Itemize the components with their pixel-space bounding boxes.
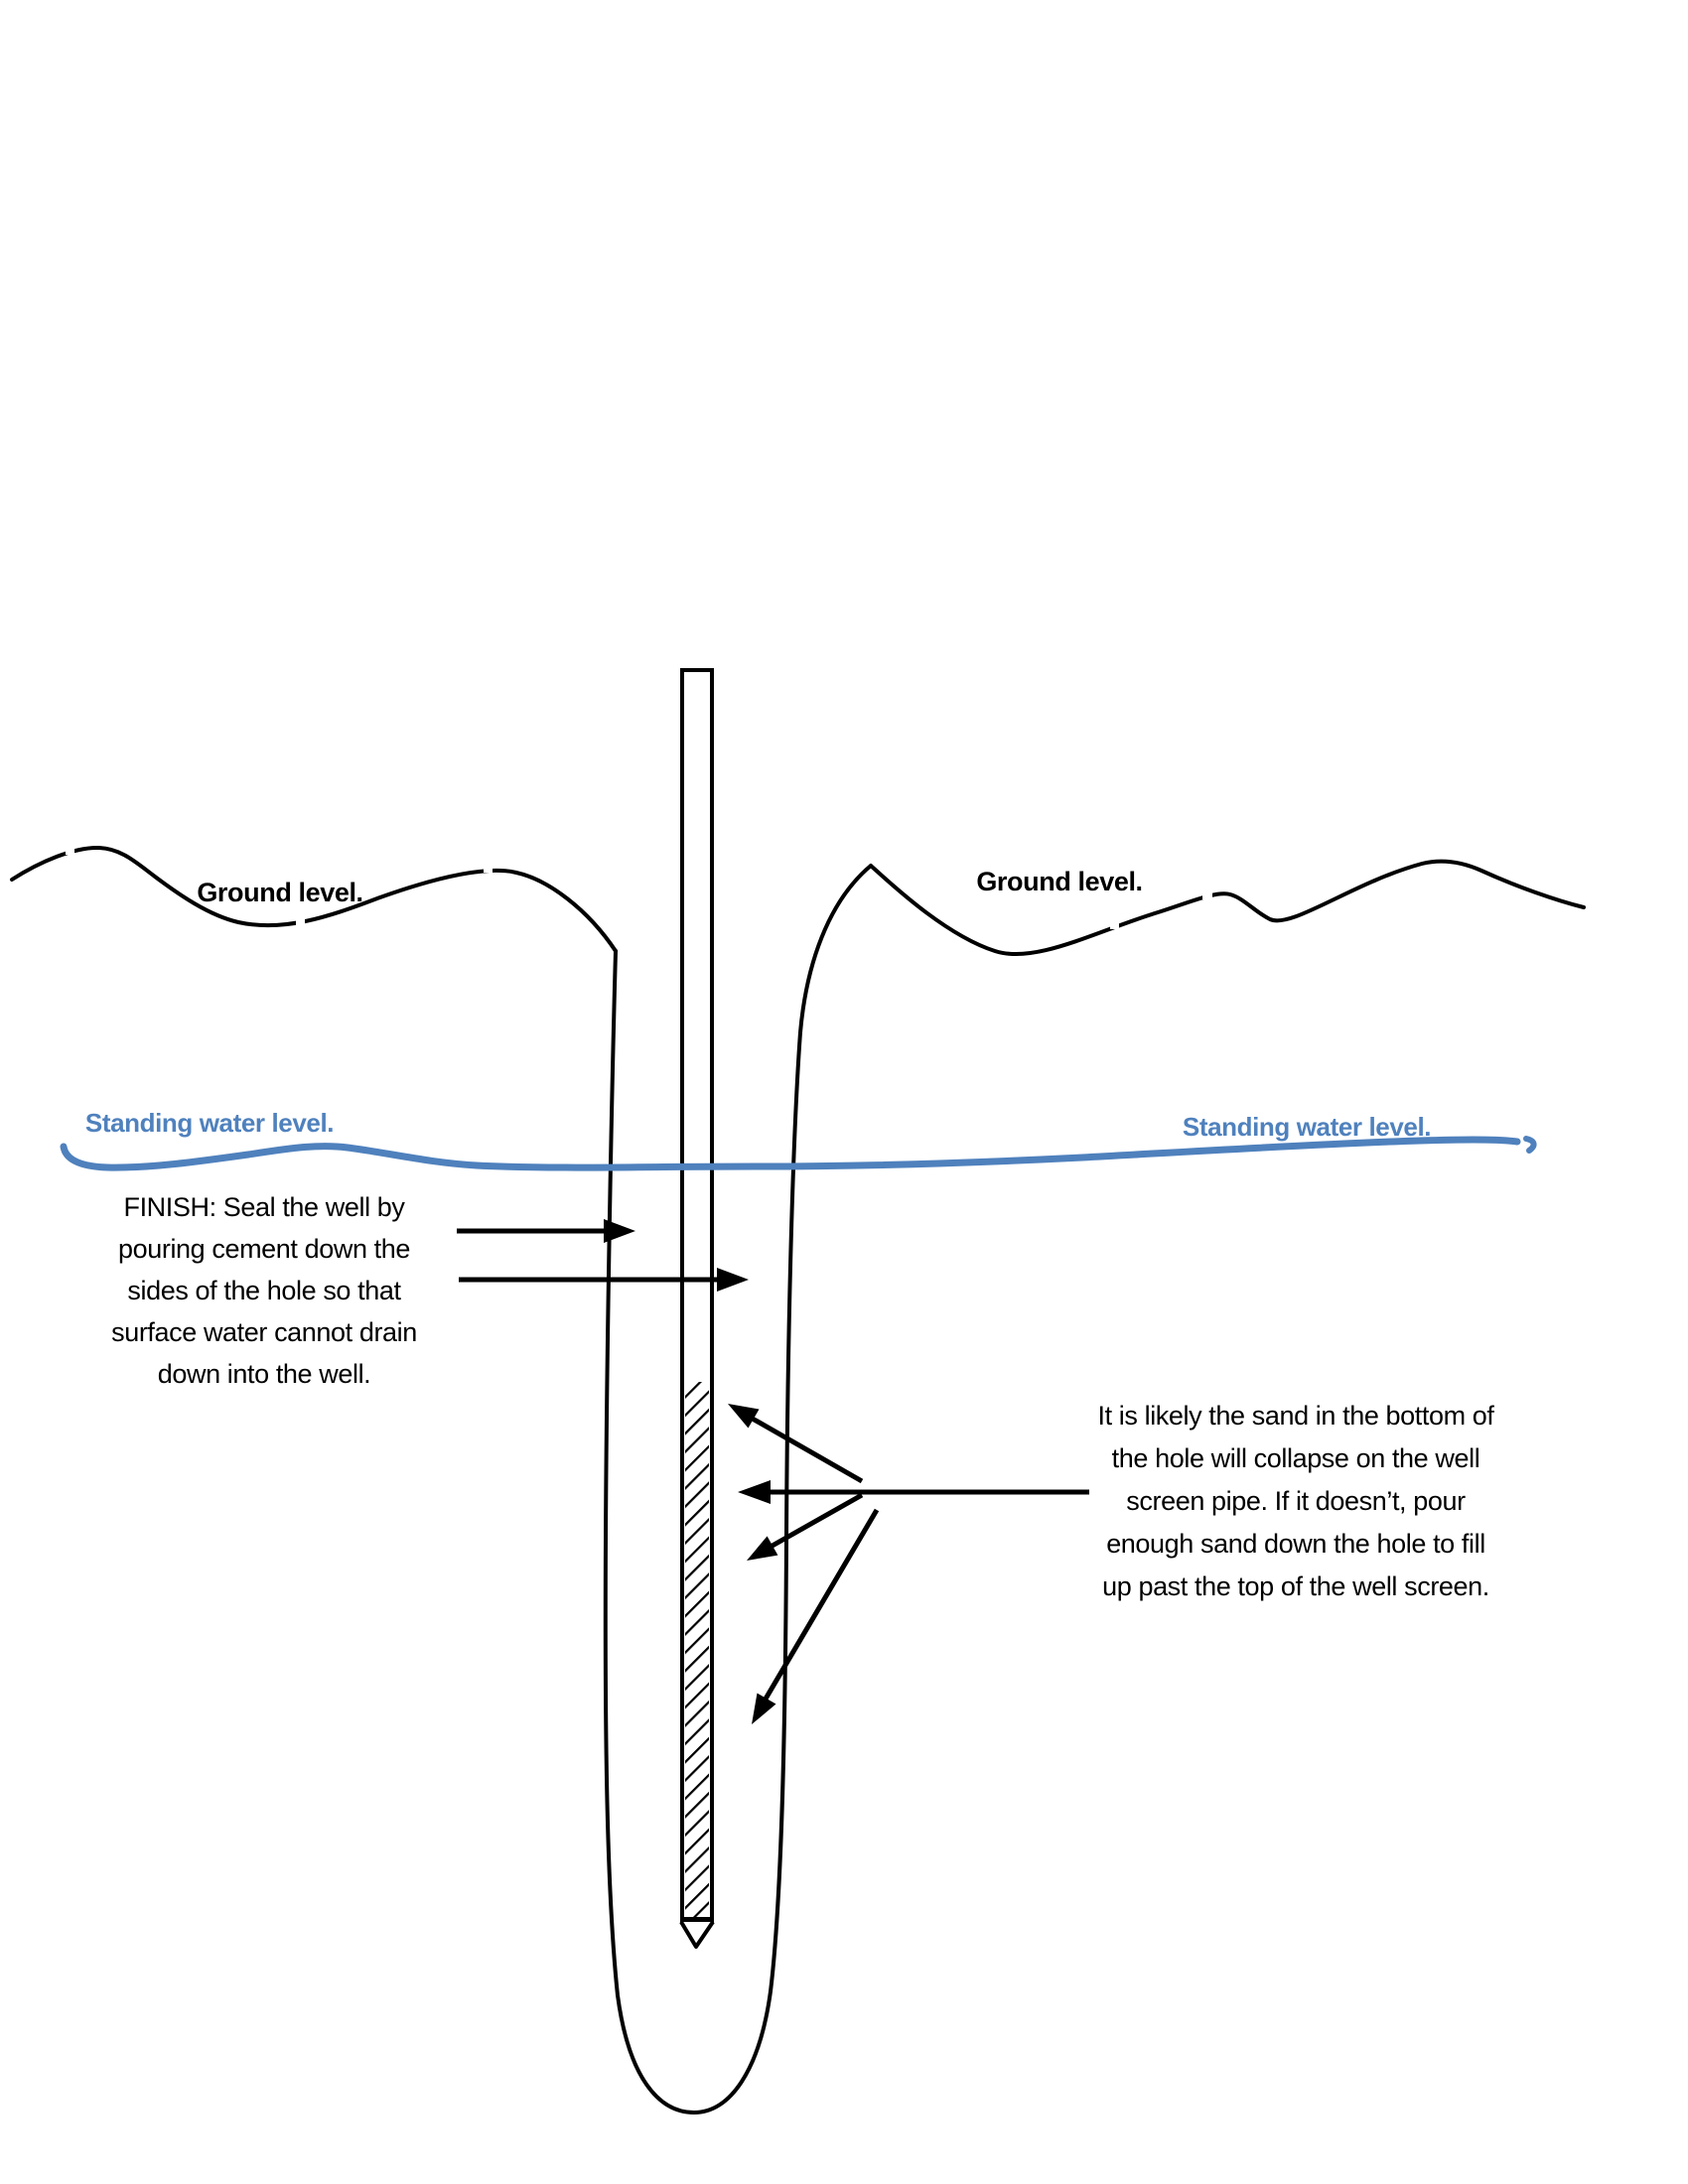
sand-arrow-up-head bbox=[728, 1404, 760, 1429]
sand-note-line: the hole will collapse on the well bbox=[1111, 1443, 1480, 1473]
ground-line-left bbox=[10, 845, 618, 953]
sand-arrow-down-head bbox=[747, 1536, 778, 1561]
finish-seal-note: FINISH: Seal the well by pouring cement … bbox=[111, 1186, 417, 1395]
sand-note-arrows bbox=[728, 1404, 1089, 1724]
well-screen-hatch bbox=[685, 1382, 709, 1917]
sand-note-line: enough sand down the hole to fill bbox=[1106, 1529, 1485, 1559]
sand-arrow-horizontal-head bbox=[738, 1480, 771, 1504]
sand-arrow-down-line bbox=[769, 1492, 864, 1550]
sand-arrow-long-head bbox=[752, 1693, 776, 1724]
standing-water-line bbox=[60, 1136, 1521, 1171]
finish-note-line: sides of the hole so that bbox=[127, 1276, 401, 1305]
finish-arrow-lower-head bbox=[717, 1268, 749, 1292]
sand-note-line: It is likely the sand in the bottom of bbox=[1097, 1401, 1494, 1431]
finish-note-line: surface water cannot drain bbox=[111, 1317, 417, 1347]
finish-note-line: pouring cement down the bbox=[118, 1234, 410, 1264]
standing-water-level-label-right: Standing water level. bbox=[1182, 1112, 1432, 1142]
sand-note-line: screen pipe. If it doesn’t, pour bbox=[1126, 1486, 1466, 1516]
finish-note-arrows bbox=[457, 1219, 749, 1292]
standing-water-level-label-left: Standing water level. bbox=[84, 1108, 335, 1138]
ground-level-label-left: Ground level. bbox=[197, 878, 363, 907]
well-pipe-tip bbox=[679, 1920, 715, 1949]
finish-note-line: down into the well. bbox=[157, 1359, 371, 1389]
standing-water-line-end-hook bbox=[1523, 1136, 1537, 1154]
ground-level-label-right: Ground level. bbox=[976, 867, 1143, 896]
ground-line-gaps bbox=[66, 843, 1212, 932]
sand-note-line: up past the top of the well screen. bbox=[1102, 1571, 1489, 1601]
well-hole-outline bbox=[603, 864, 873, 2116]
ground-line-right bbox=[869, 859, 1586, 957]
sand-arrow-up-line bbox=[749, 1415, 864, 1484]
finish-note-line: FINISH: Seal the well by bbox=[123, 1192, 405, 1222]
sand-arrow-long-line bbox=[762, 1508, 880, 1703]
sand-collapse-note: It is likely the sand in the bottom of t… bbox=[1097, 1395, 1493, 1608]
finish-arrow-upper-head bbox=[604, 1219, 635, 1243]
